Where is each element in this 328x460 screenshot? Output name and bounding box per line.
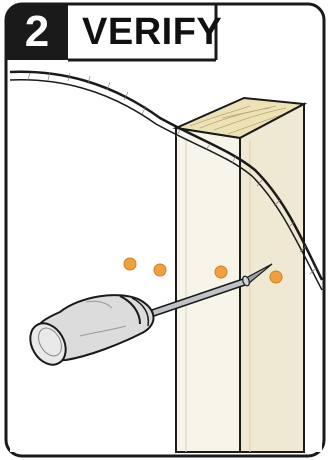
step-number: 2 [6,4,68,60]
test-hole-icon [154,264,166,276]
test-hole-icon [124,258,136,270]
test-hole-icon [270,271,282,283]
step-title: VERIFY [82,4,222,60]
step-badge: 2 [6,4,68,60]
test-hole-icon [215,266,227,278]
